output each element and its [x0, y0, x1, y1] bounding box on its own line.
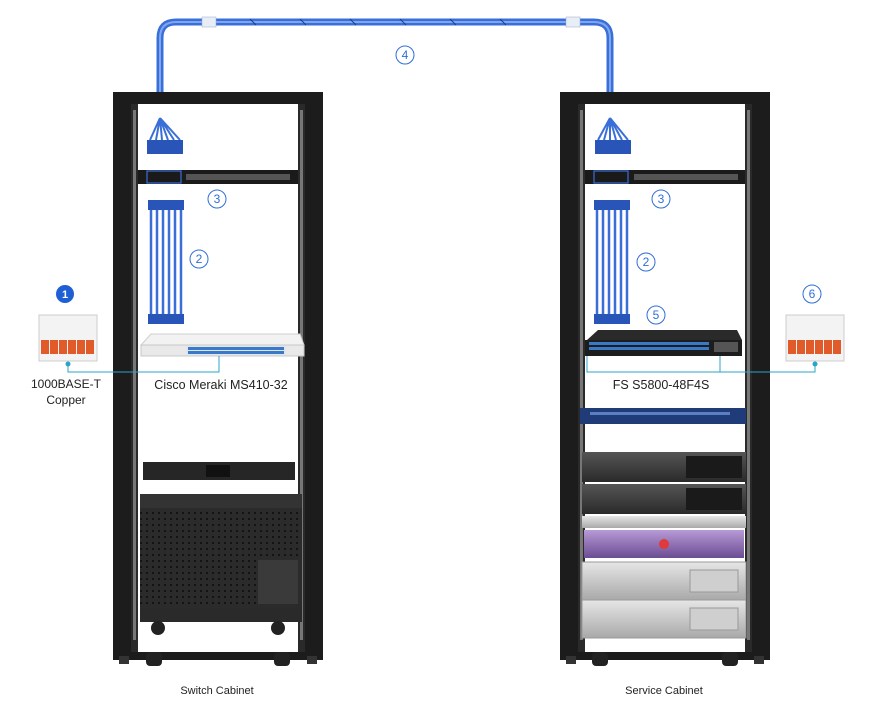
step-marker-2-left: 2	[189, 249, 209, 269]
svg-text:2: 2	[196, 252, 203, 266]
patch-panel-right	[585, 170, 745, 184]
storage-units	[581, 561, 747, 639]
svg-text:6: 6	[809, 287, 816, 301]
step-marker-3-right: 3	[651, 189, 671, 209]
step-marker-2-right: 2	[636, 252, 656, 272]
fs-switch	[585, 330, 742, 356]
step-marker-6: 6	[802, 284, 822, 304]
step-marker-4: 4	[395, 45, 415, 65]
svg-text:3: 3	[214, 192, 221, 206]
step-marker-3-left: 3	[207, 189, 227, 209]
patch-panel-left	[138, 170, 298, 184]
svg-text:4: 4	[402, 48, 409, 62]
fanout-cable-right	[595, 117, 631, 154]
step-marker-1: 1	[56, 285, 74, 303]
switch-label-right: FS S5800-48F4S	[613, 378, 710, 392]
svg-text:3: 3	[658, 192, 665, 206]
server-2u-b	[582, 484, 746, 514]
svg-text:5: 5	[653, 308, 660, 322]
server-1u-silver	[582, 516, 746, 528]
svg-text:2: 2	[643, 255, 650, 269]
patch-cords-right	[594, 200, 630, 324]
transceiver-module-right	[785, 314, 845, 362]
trunk-cable	[156, 16, 614, 132]
server-purple	[584, 530, 744, 558]
fanout-cable-left	[147, 117, 183, 154]
server-2u-a	[582, 452, 746, 482]
transceiver-label-line2: Copper	[46, 393, 85, 407]
step-marker-5: 5	[646, 305, 666, 325]
link-lines	[67, 356, 816, 373]
server-1u	[580, 408, 746, 424]
ups-unit	[140, 494, 302, 635]
patch-cords-left	[148, 200, 184, 324]
cabinet-label-left: Switch Cabinet	[180, 685, 253, 697]
transceiver-module-left	[38, 314, 98, 362]
svg-text:1: 1	[62, 289, 68, 301]
transceiver-label-line1: 1000BASE-T	[31, 377, 102, 391]
cisco-meraki-switch	[139, 333, 305, 357]
cabinet-label-right: Service Cabinet	[625, 685, 703, 697]
switch-label-left: Cisco Meraki MS410-32	[154, 378, 287, 392]
